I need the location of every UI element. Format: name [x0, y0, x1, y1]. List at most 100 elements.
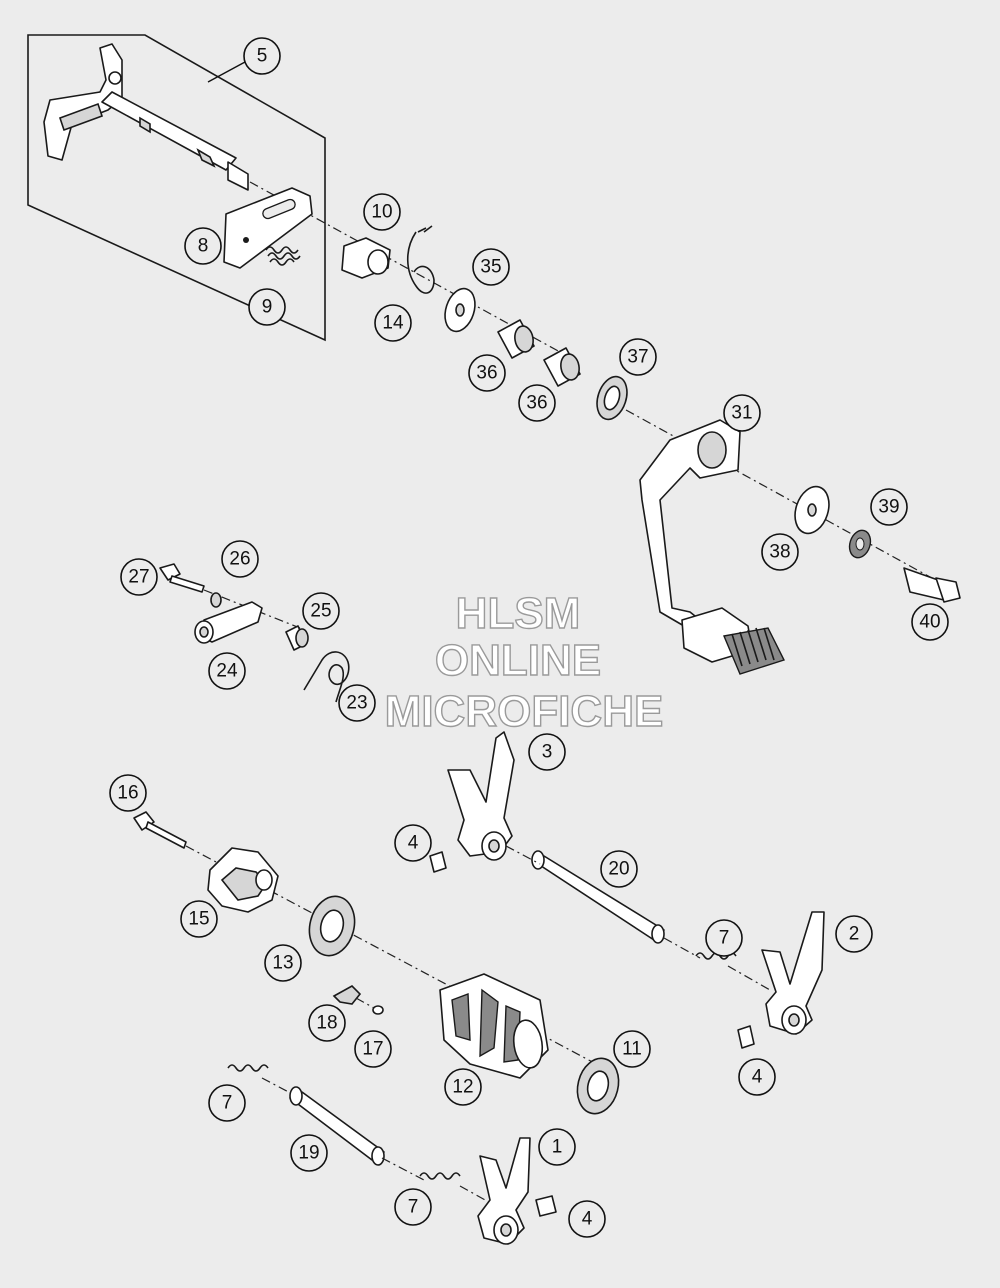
svg-text:36: 36: [526, 393, 547, 414]
pin-4c: [535, 1195, 557, 1217]
callout-24: 24: [208, 652, 246, 690]
svg-text:36: 36: [476, 363, 497, 384]
callout-2: 2: [835, 915, 873, 953]
svg-text:10: 10: [371, 202, 392, 223]
subassembly-frame: [27, 34, 326, 342]
svg-text:5: 5: [257, 46, 268, 67]
lock-washer-39: [848, 529, 872, 559]
svg-text:4: 4: [752, 1067, 763, 1088]
svg-text:20: 20: [608, 859, 629, 880]
callout-4c: 4: [568, 1200, 606, 1238]
svg-text:7: 7: [222, 1093, 233, 1114]
callout-10: 10: [363, 193, 401, 231]
svg-text:7: 7: [408, 1197, 419, 1218]
svg-text:23: 23: [346, 693, 367, 714]
callout-5: 5: [243, 37, 281, 75]
screw-17: [355, 997, 384, 1015]
svg-text:4: 4: [408, 833, 419, 854]
callout-16: 16: [109, 774, 147, 812]
callout-11: 11: [613, 1030, 651, 1068]
callout-3: 3: [528, 733, 566, 771]
svg-text:13: 13: [272, 953, 293, 974]
spring-7b: [227, 1064, 269, 1072]
washer-26: [210, 592, 222, 608]
spring-23: [303, 651, 350, 703]
svg-text:12: 12: [452, 1077, 473, 1098]
svg-text:40: 40: [919, 612, 940, 633]
needle-bearing-36a: [497, 319, 535, 359]
callout-7c: 7: [394, 1188, 432, 1226]
svg-text:7: 7: [719, 928, 730, 949]
watermark-line-1: HLSM: [456, 589, 581, 638]
callout-18: 18: [308, 1004, 346, 1042]
shift-drum-locating-15: [207, 847, 279, 913]
bearing-13: [308, 895, 356, 957]
shift-fork-1: [477, 1137, 531, 1245]
callout-36b: 36: [518, 384, 556, 422]
callout-19: 19: [290, 1134, 328, 1172]
callout-8: 8: [184, 227, 222, 265]
callout-35: 35: [472, 248, 510, 286]
pin-4a: [429, 851, 447, 873]
fork-shaft-19: [289, 1086, 425, 1181]
bolt-40: [903, 567, 961, 603]
svg-text:25: 25: [310, 601, 331, 622]
callout-4a: 4: [394, 824, 432, 862]
callout-38: 38: [761, 533, 799, 571]
svg-text:8: 8: [198, 236, 209, 257]
callout-17: 17: [354, 1030, 392, 1068]
svg-text:39: 39: [878, 497, 899, 518]
svg-text:17: 17: [362, 1039, 383, 1060]
svg-text:37: 37: [627, 347, 648, 368]
callout-37: 37: [619, 338, 657, 376]
watermark-line-3: MICROFICHE: [385, 687, 664, 736]
shift-pedal-31: [639, 419, 785, 675]
shift-fork-2: [761, 911, 825, 1035]
callout-4b: 4: [738, 1058, 776, 1096]
svg-text:27: 27: [128, 567, 149, 588]
needle-bearing-36b: [543, 347, 581, 387]
svg-text:2: 2: [849, 924, 860, 945]
callout-7a: 7: [705, 919, 743, 957]
watermark-line-2: ONLINE: [435, 636, 601, 685]
shift-lever-plate: [223, 187, 313, 269]
callout-39: 39: [870, 488, 908, 526]
svg-text:24: 24: [216, 661, 238, 682]
svg-text:38: 38: [769, 542, 790, 563]
svg-text:26: 26: [229, 549, 250, 570]
shift-drum-12: [439, 973, 549, 1079]
callout-23: 23: [338, 684, 376, 722]
callout-14: 14: [374, 304, 412, 342]
callout-36a: 36: [468, 354, 506, 392]
pin-4b: [737, 1025, 755, 1049]
svg-text:9: 9: [262, 297, 273, 318]
svg-text:15: 15: [188, 909, 209, 930]
bushing-25: [285, 625, 309, 651]
clip-spring-14: [406, 225, 435, 294]
svg-text:35: 35: [480, 257, 501, 278]
svg-text:16: 16: [117, 783, 138, 804]
callout-40: 40: [911, 603, 949, 641]
lever-24: [194, 601, 263, 644]
callout-7b: 7: [208, 1084, 246, 1122]
svg-text:14: 14: [382, 313, 404, 334]
callout-15: 15: [180, 900, 218, 938]
callout-31: 31: [723, 394, 761, 432]
callout-20: 20: [600, 850, 638, 888]
svg-text:11: 11: [622, 1039, 642, 1060]
stop-plate-18: [332, 985, 362, 1005]
spring-9: [265, 246, 301, 266]
svg-text:4: 4: [582, 1209, 593, 1230]
shift-shaft: [43, 43, 561, 353]
svg-text:31: 31: [731, 403, 752, 424]
shift-fork-3: [447, 731, 515, 861]
svg-text:1: 1: [552, 1137, 563, 1158]
bearing-11: [576, 1057, 620, 1115]
callout-12: 12: [444, 1068, 482, 1106]
callout-27: 27: [120, 558, 158, 596]
callout-1: 1: [538, 1128, 576, 1166]
callout-26: 26: [221, 540, 259, 578]
roller-10: [341, 237, 391, 279]
callout-25: 25: [302, 592, 340, 630]
